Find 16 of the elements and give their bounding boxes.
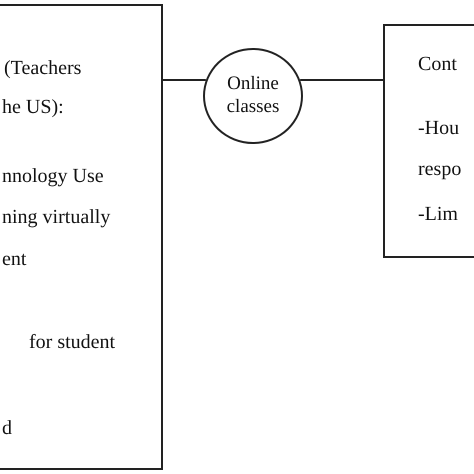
connector-line (300, 79, 383, 81)
text-line: (Teachers (4, 58, 82, 78)
text-line: he US): (2, 97, 64, 117)
text-line: d (2, 418, 12, 438)
text-box (383, 24, 474, 258)
text-line: ning virtually (2, 207, 110, 227)
text-box (0, 4, 163, 470)
connector-line (163, 79, 206, 81)
node-label: Online classes (226, 73, 280, 119)
text-line: ent (2, 249, 26, 269)
text-line: respo (418, 159, 462, 179)
text-line: nnology Use (2, 166, 104, 186)
text-line: for student (29, 332, 116, 352)
text-line: Cont (418, 54, 457, 74)
text-line: -Hou (418, 118, 460, 138)
text-line: -Lim (418, 204, 458, 224)
